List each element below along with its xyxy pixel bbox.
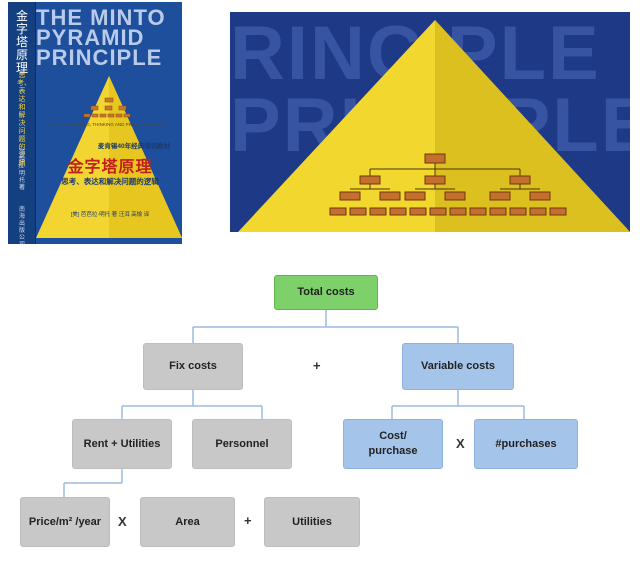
spine-subtitle: 思考、表达和解决问题的逻辑 (17, 72, 31, 167)
node-variable-costs: Variable costs (402, 343, 514, 390)
book-spine: 金字塔原理 思考、表达和解决问题的逻辑 芭芭拉·明托 著 南海出版公司 (8, 2, 36, 244)
cover-english-line: PYRAMID (36, 25, 145, 50)
operator-multiply: X (456, 436, 465, 451)
spine-title: 金字塔原理 (15, 9, 28, 75)
pyramid-illustration: RINCIPLE PRINCIPLE (230, 12, 630, 232)
cover-chinese-author: [美] 芭芭拉·明托 著 汪洱 高愉 译 (70, 212, 150, 218)
node-cost-per-purchase: Cost/ purchase (343, 419, 443, 469)
operator-plus: + (244, 513, 252, 528)
cover-chinese-subtitle: 思考、表达和解决问题的逻辑 (61, 177, 159, 186)
cover-top-label: 麦肯锡40年经典培训教材 (97, 143, 171, 150)
node-utilities: Utilities (264, 497, 360, 547)
cover-tagline: LOGIC IN WRITING, THINKING AND PROBLEM S… (49, 122, 169, 127)
cover-chinese-title: 金字塔原理 (67, 157, 153, 176)
operator-plus: + (313, 358, 321, 373)
book-cover: 金字塔原理 思考、表达和解决问题的逻辑 芭芭拉·明托 著 南海出版公司 THE … (8, 2, 182, 244)
cover-pyramid: LOGIC IN WRITING, THINKING AND PROBLEM S… (36, 76, 182, 238)
node-price-per-m2-year: Price/m² /year (20, 497, 110, 547)
node-purchases: #purchases (474, 419, 578, 469)
spine-publisher: 南海出版公司 (18, 207, 25, 244)
cover-english-line: THE MINTO (36, 5, 166, 30)
node-rent-utilities: Rent + Utilities (72, 419, 172, 469)
pyramid-graphic (238, 20, 630, 232)
cover-english-title: THE MINTO PYRAMID PRINCIPLE (36, 5, 182, 70)
cover-english-line: PRINCIPLE (36, 45, 163, 70)
node-total-costs: Total costs (274, 275, 378, 310)
node-fix-costs: Fix costs (143, 343, 243, 390)
node-area: Area (140, 497, 235, 547)
node-personnel: Personnel (192, 419, 292, 469)
spine-author: 芭芭拉·明托 著 (18, 150, 26, 191)
operator-multiply: X (118, 514, 127, 529)
